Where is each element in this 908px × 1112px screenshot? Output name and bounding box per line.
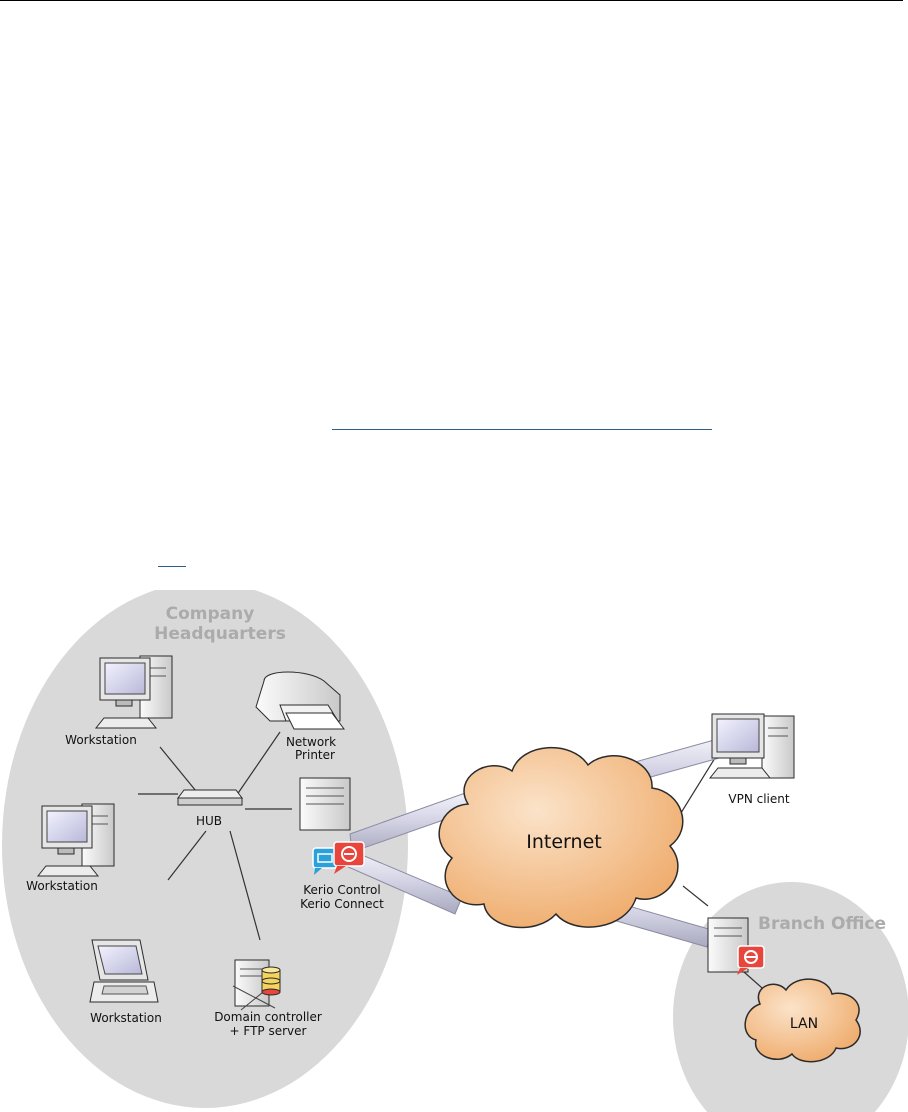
kerio-label-line2: Kerio Connect — [300, 897, 384, 911]
link-underline-short[interactable] — [158, 566, 186, 567]
internet-cloud: Internet — [438, 746, 684, 929]
kerio-control-icon — [333, 841, 365, 874]
printer-label-line1: Network — [286, 735, 336, 749]
printer-label-line2: Printer — [295, 748, 335, 762]
branch-kerio-control-icon — [737, 945, 765, 975]
network-diagram: Company Headquarters Branch Office Inter… — [2, 590, 908, 1112]
workstation-mid-label: Workstation — [26, 879, 98, 893]
vpn-client-label: VPN client — [728, 792, 789, 806]
internet-label: Internet — [526, 831, 601, 853]
workstation-bottom-label: Workstation — [90, 1011, 162, 1025]
headquarters-title-line2: Headquarters — [154, 624, 286, 644]
hub-icon — [177, 789, 243, 806]
domain-label-line2: + FTP server — [230, 1024, 307, 1038]
vpn-client-computer-icon — [708, 713, 795, 779]
domain-label-line1: Domain controller — [214, 1010, 322, 1024]
kerio-label-line1: Kerio Control — [303, 883, 380, 897]
link-underline[interactable] — [332, 429, 712, 430]
printer-icon — [255, 671, 345, 730]
lan-cloud: LAN — [744, 978, 861, 1063]
lan-label: LAN — [790, 1016, 818, 1032]
desktop-computer-icon — [36, 803, 115, 877]
hub-label: HUB — [196, 814, 222, 828]
workstation-top-label: Workstation — [65, 733, 137, 747]
laptop-icon — [89, 939, 159, 1003]
server-icon — [299, 777, 351, 831]
desktop-computer-icon — [94, 655, 173, 729]
database-icon — [261, 966, 281, 996]
top-rule — [0, 0, 903, 1]
kerio-connect-icon — [312, 847, 338, 875]
branch-office-title: Branch Office — [758, 914, 886, 934]
headquarters-title-line1: Company — [166, 604, 255, 624]
